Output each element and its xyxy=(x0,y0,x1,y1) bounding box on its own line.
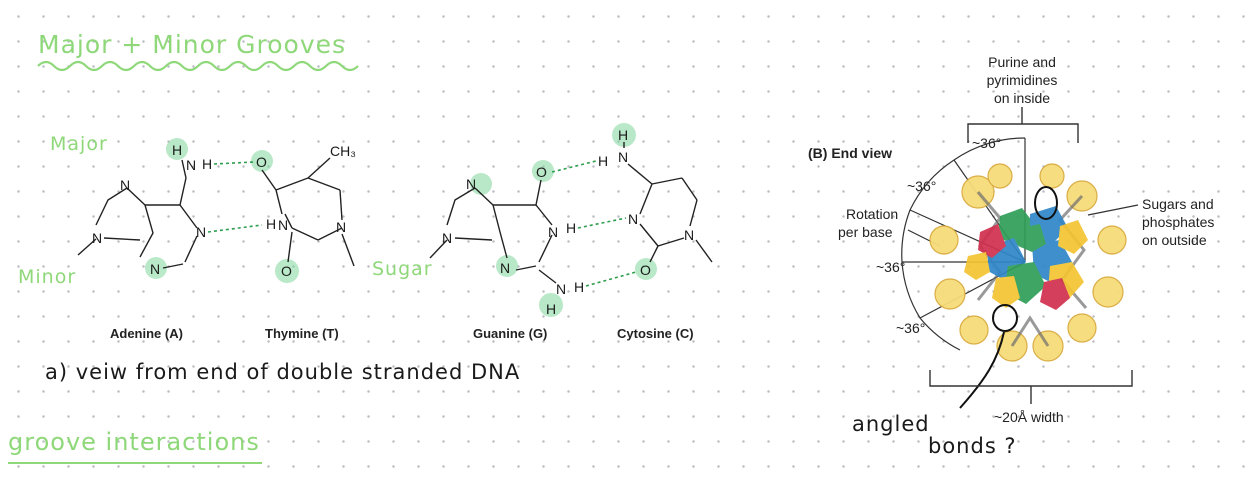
label-adenine: Adenine (A) xyxy=(110,326,183,341)
adenine-h6: H xyxy=(202,156,212,172)
guanine-structure xyxy=(429,179,557,284)
width-label: ~20Å width xyxy=(994,409,1064,425)
purine-bracket xyxy=(967,123,1079,143)
heading-groove-interactions: groove interactions xyxy=(8,428,260,456)
end-view-title: (B) End view xyxy=(808,145,892,161)
gc-hydrogen-bonds xyxy=(551,160,637,287)
guanine-h1: H xyxy=(566,220,576,236)
guanine-n7: N xyxy=(466,176,476,192)
svg-text:Purine and: Purine and xyxy=(988,54,1056,70)
svg-text:Rotation: Rotation xyxy=(846,206,898,222)
guanine-h2a: H xyxy=(574,279,584,295)
guanine-n3: N xyxy=(500,260,510,276)
adenine-n3: N xyxy=(150,261,160,277)
at-hydrogen-bonds xyxy=(207,161,263,233)
cytosine-n4: N xyxy=(618,149,628,165)
svg-text:on inside: on inside xyxy=(994,90,1050,106)
cytosine-n1: N xyxy=(684,227,694,243)
svg-text:Sugars and: Sugars and xyxy=(1142,196,1214,212)
angle-label-3: ~36° xyxy=(876,259,905,275)
cytosine-structure xyxy=(623,142,713,263)
width-bracket xyxy=(929,370,1133,387)
adenine-n6: N xyxy=(186,157,196,173)
thymine-o4: O xyxy=(256,154,267,170)
heading-major-minor-grooves: Major + Minor Grooves xyxy=(38,30,347,59)
thymine-n1: N xyxy=(336,219,346,235)
svg-text:per base: per base xyxy=(838,224,893,240)
sugars-label: Sugars and phosphates on outside xyxy=(1142,196,1214,248)
svg-text:on outside: on outside xyxy=(1142,232,1207,248)
sugar-phosphate-ring xyxy=(929,163,1127,362)
cytosine-h-top: H xyxy=(618,127,628,143)
label-cytosine: Cytosine (C) xyxy=(617,326,694,341)
svg-text:phosphates: phosphates xyxy=(1142,214,1214,230)
thymine-ch3: CH₃ xyxy=(330,143,356,159)
adenine-n7: N xyxy=(120,177,130,193)
angle-label-4: ~36° xyxy=(896,320,925,336)
angled-bond-circle-bottom xyxy=(992,304,1018,332)
cytosine-n3: N xyxy=(628,211,638,227)
adenine-n1: N xyxy=(196,224,206,240)
guanine-o6: O xyxy=(536,164,547,180)
note-angled: angled xyxy=(852,412,930,436)
thymine-structure xyxy=(261,157,355,267)
note-sugar: Sugar xyxy=(372,258,433,280)
thymine-o2: O xyxy=(281,263,292,279)
angle-label-2: ~36° xyxy=(907,178,936,194)
guanine-n1: N xyxy=(548,224,558,240)
guanine-n2: N xyxy=(556,281,566,297)
label-guanine: Guanine (G) xyxy=(473,326,547,341)
bases-core xyxy=(964,206,1088,310)
thymine-h3: H xyxy=(266,216,276,232)
purine-label: Purine and pyrimidines on inside xyxy=(987,54,1058,106)
cytosine-o2: O xyxy=(640,262,651,278)
note-major: Major xyxy=(50,133,108,155)
thymine-n3: N xyxy=(278,217,288,233)
note-bonds: bonds ? xyxy=(928,434,1017,458)
angled-bond-circle-top xyxy=(1034,186,1058,220)
cytosine-h4: H xyxy=(598,153,608,169)
adenine-structure xyxy=(77,159,198,269)
label-thymine: Thymine (T) xyxy=(265,326,339,341)
heading-underline-squiggle xyxy=(37,60,359,72)
adenine-h-top: H xyxy=(172,142,182,158)
note-view-from-end: a) veiw from end of double stranded DNA xyxy=(45,360,521,384)
atom-highlights xyxy=(145,123,657,317)
adenine-n9: N xyxy=(92,230,102,246)
rotation-label: Rotation per base xyxy=(838,206,898,240)
guanine-n9: N xyxy=(442,230,452,246)
note-minor: Minor xyxy=(18,266,77,288)
svg-text:pyrimidines: pyrimidines xyxy=(987,72,1058,88)
angled-bonds-pointer xyxy=(959,331,1005,409)
angle-label-1: ~36° xyxy=(972,135,1001,151)
guanine-h2b: H xyxy=(546,301,556,317)
